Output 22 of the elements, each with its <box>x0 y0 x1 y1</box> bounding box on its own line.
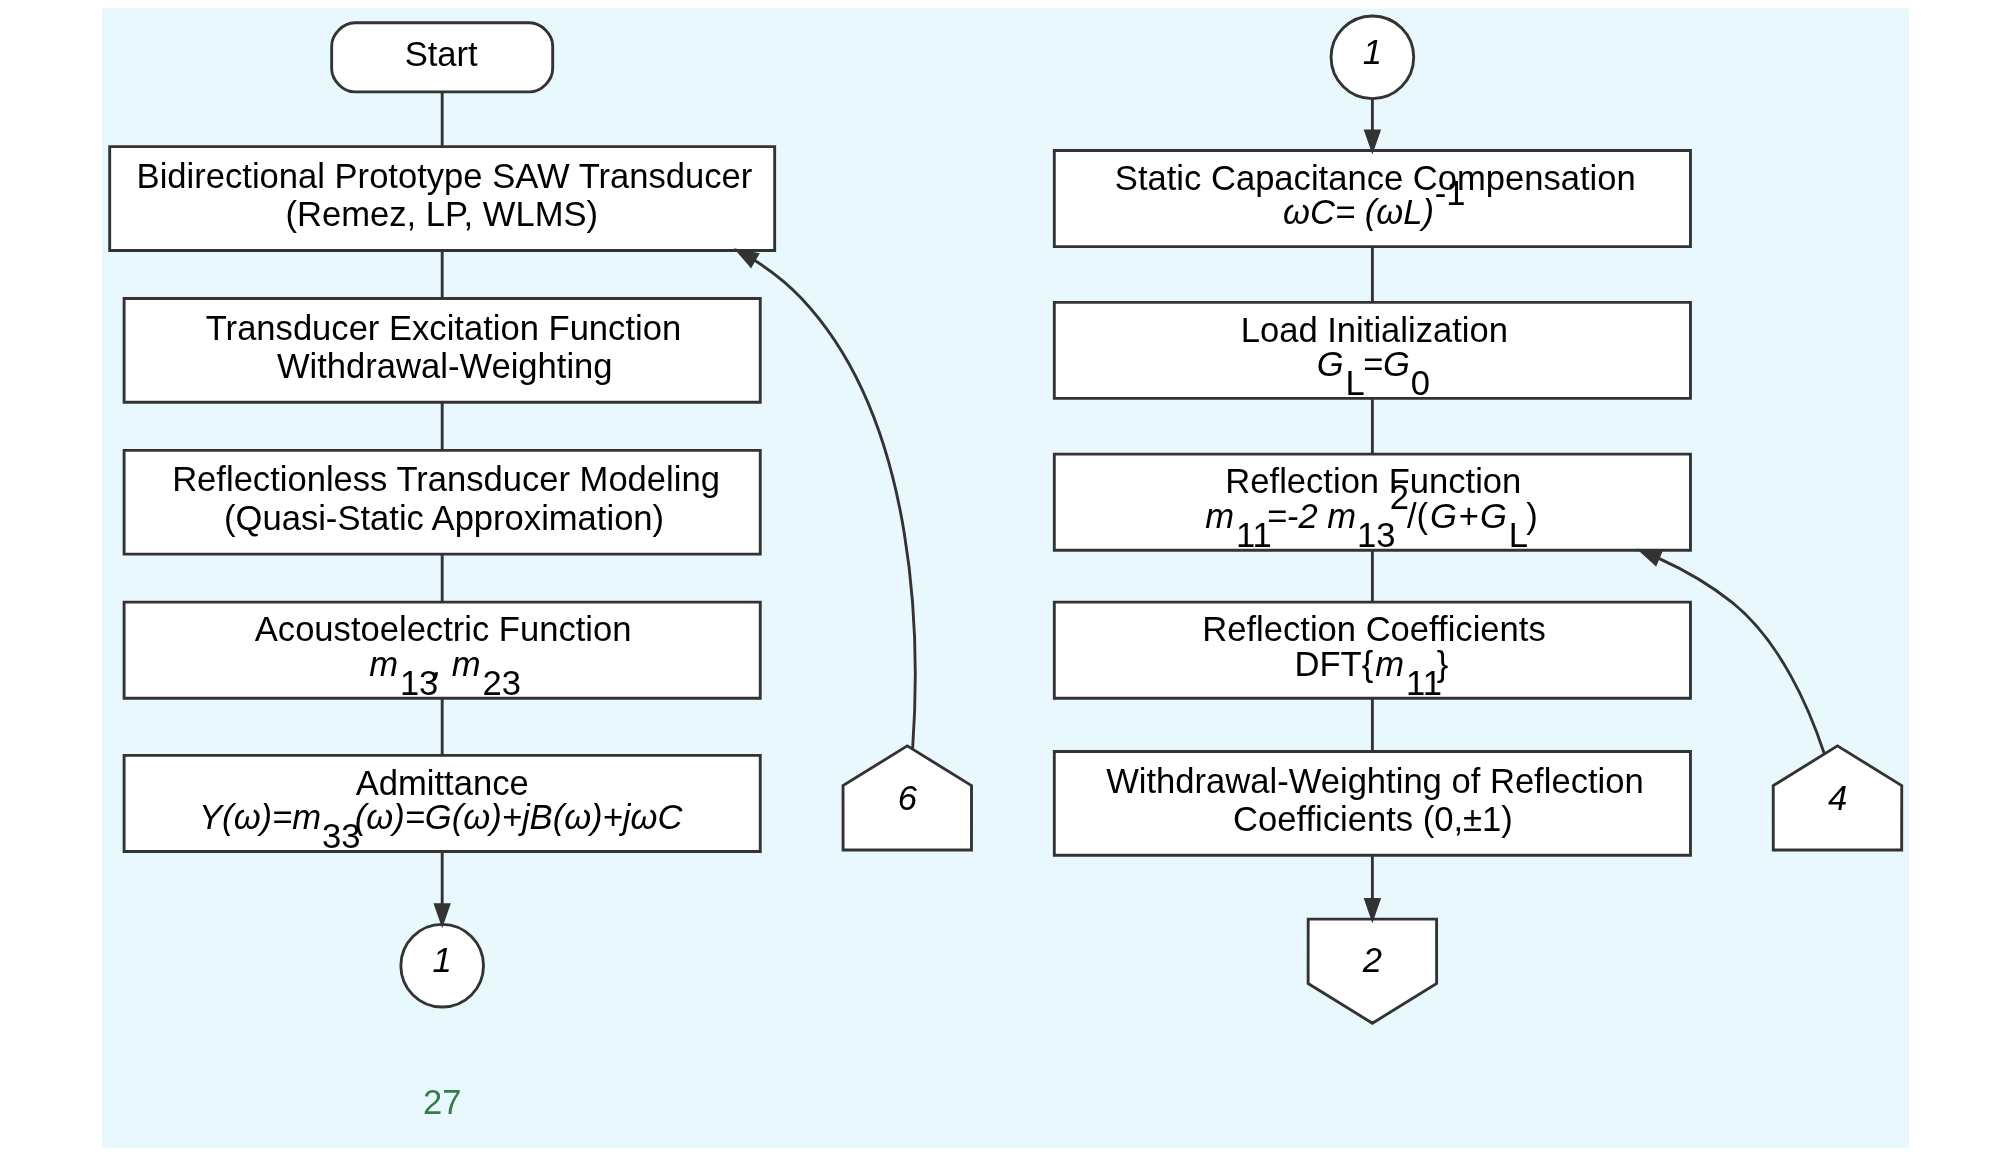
node-box: Reflectionless Transducer Modeling (Quasi-Static Approximation) <box>122 448 762 556</box>
connector <box>1370 550 1374 602</box>
arrow <box>1363 98 1382 155</box>
node-box: Bidirectional Prototype SAW Transducer (Remez, LP, WLMS) <box>108 145 777 252</box>
connector <box>440 402 444 451</box>
connector <box>1370 247 1374 302</box>
connector <box>440 92 444 147</box>
node-box: Start <box>330 21 555 94</box>
arrow <box>1363 855 1382 924</box>
node-circle: 1 <box>399 922 485 1009</box>
node-box: Transducer Excitation Function Withdrawal-Weighting <box>122 297 762 404</box>
label: 27 <box>422 1082 462 1121</box>
arrow <box>733 248 917 749</box>
connector <box>1370 698 1374 752</box>
connector <box>440 250 444 299</box>
connector <box>440 554 444 602</box>
node-box: Withdrawal-Weighting of Reflection Coefficients (0,±1) <box>1052 750 1692 857</box>
connector <box>1370 399 1374 454</box>
connector <box>440 698 444 756</box>
arrow <box>1636 548 1826 754</box>
node-circle: 1 <box>1329 14 1416 101</box>
arrow <box>433 852 451 929</box>
